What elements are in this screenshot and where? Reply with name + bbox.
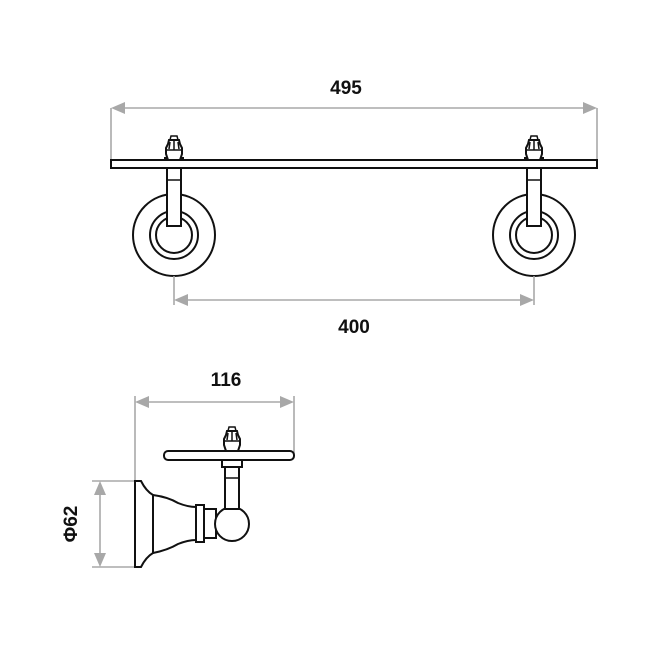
dimension-label-projection: 116 — [211, 370, 242, 391]
vertical-post — [224, 465, 240, 510]
dimension-projection: 116 — [134, 370, 295, 481]
front-view: 495 — [110, 78, 598, 338]
dimension-label-bracket-spacing: 400 — [338, 317, 370, 338]
dimension-label-overall-length: 495 — [330, 78, 362, 99]
side-view: 116 Φ62 — [61, 370, 295, 568]
dimension-bracket-spacing: 400 — [173, 276, 535, 338]
ball-end — [214, 506, 250, 542]
wall-plate — [134, 480, 154, 568]
dimension-base-diameter: Φ62 — [61, 480, 135, 568]
shelf-side — [163, 450, 295, 461]
dimension-label-base-diameter: Φ62 — [61, 506, 82, 543]
left-bracket — [132, 135, 216, 277]
dimension-overall-length: 495 — [110, 78, 598, 160]
bracket-arm — [152, 493, 197, 555]
shelf-bar — [110, 159, 598, 169]
right-bracket — [492, 135, 576, 277]
